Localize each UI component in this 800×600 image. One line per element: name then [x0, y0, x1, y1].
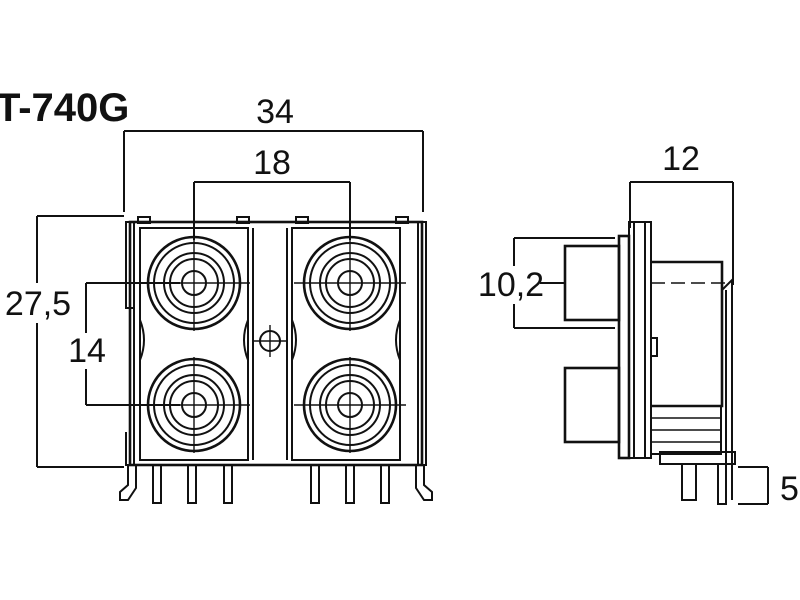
dim-label-34: 34	[256, 93, 294, 131]
dimension-height: 27,5	[0, 215, 124, 468]
dim-label-5: 5	[780, 470, 799, 508]
dimension-jack-diameter: 10,2	[470, 237, 615, 329]
dim-label-12: 12	[662, 140, 700, 178]
model-title: T-740G	[0, 86, 129, 130]
front-housing	[125, 216, 427, 467]
dim-label-27-5: 27,5	[5, 285, 71, 323]
center-mounting-hole	[254, 325, 286, 357]
rca-jack-bottom-left	[138, 357, 250, 453]
dimension-side-depth: 12	[629, 140, 734, 285]
dimension-pin-length: 5	[738, 466, 799, 508]
rca-jack-bottom-right	[294, 357, 406, 453]
dim-label-10-2: 10,2	[478, 266, 544, 304]
side-view: 12 10,2 5	[470, 140, 799, 508]
front-view: 34 18 27,5 14	[0, 93, 433, 504]
dimension-jack-spacing: 18	[193, 144, 351, 240]
dimension-row-spacing: 14	[66, 282, 180, 406]
dimension-overall-width: 34	[123, 93, 424, 212]
side-housing	[540, 221, 736, 505]
front-pins	[119, 464, 433, 504]
dim-label-14: 14	[68, 332, 106, 370]
dim-label-18: 18	[253, 144, 291, 182]
rca-jack-top-left	[138, 235, 250, 331]
rca-jack-top-right	[294, 235, 406, 331]
